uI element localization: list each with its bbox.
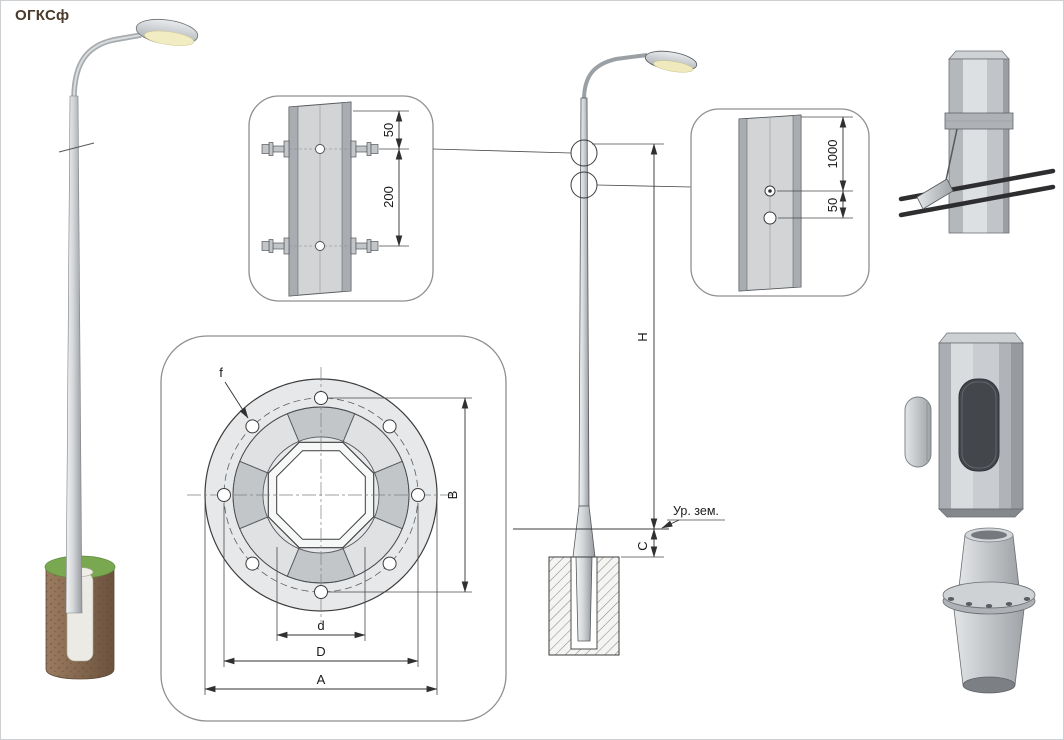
callout-line-lower xyxy=(596,184,692,188)
mast-embedded-part xyxy=(575,556,593,642)
pole-break-mark xyxy=(58,142,95,153)
dim-label-H: H xyxy=(635,332,650,341)
dim-label-50-side: 50 xyxy=(825,198,840,212)
dim-label-d: d xyxy=(317,618,324,633)
product-code-title: ОГКСф xyxy=(15,7,70,24)
cable-hole xyxy=(763,211,777,225)
lamp-arm-3d xyxy=(71,18,199,100)
dim-label-D: D xyxy=(316,644,325,659)
mast-base-flare xyxy=(572,505,596,558)
pole-elevation-drawing: Ур. зем. H C xyxy=(513,50,725,656)
callout-circle-lower xyxy=(570,171,598,199)
insert-bottom xyxy=(962,676,1016,694)
dim-label-200: 200 xyxy=(381,186,396,208)
dim-label-C: C xyxy=(635,541,650,550)
anchor-rod-lower xyxy=(898,184,1056,218)
pole-3d-render xyxy=(44,18,199,680)
callout-line-upper xyxy=(432,148,572,154)
door-cover-plate xyxy=(904,396,932,468)
detail-box-earthing: 1000 50 xyxy=(690,108,870,297)
flange-bolt-holes xyxy=(217,391,425,599)
door-opening xyxy=(958,378,1000,472)
wedge-grip xyxy=(916,178,954,210)
dim-label-50-top: 50 xyxy=(381,123,396,137)
foundation-concrete xyxy=(549,557,619,655)
dim-label-1000: 1000 xyxy=(825,140,840,169)
dim-label-B: B xyxy=(445,491,460,500)
flange-plan-box: f B d D A xyxy=(160,335,507,722)
ground-level-label: Ур. зем. xyxy=(673,504,719,518)
render-foundation-insert xyxy=(942,527,1036,694)
mast-shaft xyxy=(578,97,590,507)
dim-label-A: A xyxy=(317,672,326,687)
dim-label-f: f xyxy=(219,365,223,380)
render-pole-clamp xyxy=(898,50,1056,234)
callout-circle-upper xyxy=(570,139,598,167)
lamp-glow xyxy=(144,30,195,46)
detail-box-bolt-joint: 50 200 xyxy=(248,95,434,302)
insert-flange-holes xyxy=(947,597,1031,608)
gusset-plates xyxy=(232,406,410,584)
pole-shaft-3d xyxy=(65,95,83,614)
render-access-door xyxy=(904,332,1024,518)
